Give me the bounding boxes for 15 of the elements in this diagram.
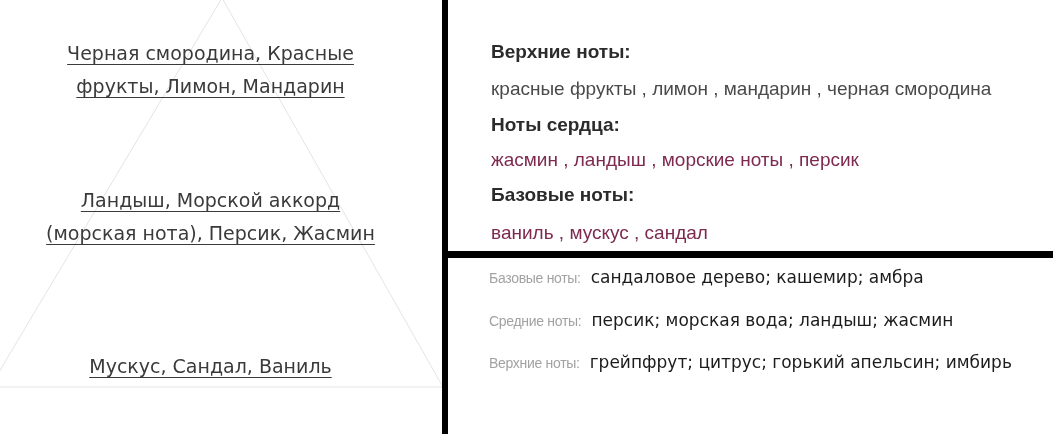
row-label: Базовые ноты: (489, 269, 581, 288)
row-label: Средние ноты: (489, 312, 582, 331)
note-links: Мускус, Сандал, Ваниль (89, 354, 332, 379)
note-list: ваниль , мускус , сандал (491, 222, 708, 244)
note-links: Ландыш, Морской аккорд (морская нота), Персик, Жасмин (45, 188, 376, 246)
row-label: Верхние ноты: (489, 354, 580, 373)
note-links: Черная смородина, Красные фрукты, Лимон, Мандарин (66, 41, 355, 99)
section-heading: Ноты сердца: (491, 114, 620, 136)
note-list: жасмин , ландыш , морские ноты , персик (491, 149, 859, 171)
row-value: сандаловое дерево; кашемир; амбра (590, 266, 924, 288)
row-value: персик; морская вода; ландыш; жасмин (591, 309, 954, 331)
row-value: грейпфрут; цитрус; горький апельсин; имбирь (589, 351, 1012, 373)
section-heading: Базовые ноты: (491, 184, 635, 206)
note-list: красные фрукты , лимон , мандарин , черная смородина (491, 78, 992, 100)
section-heading: Верхние ноты: (491, 41, 631, 63)
